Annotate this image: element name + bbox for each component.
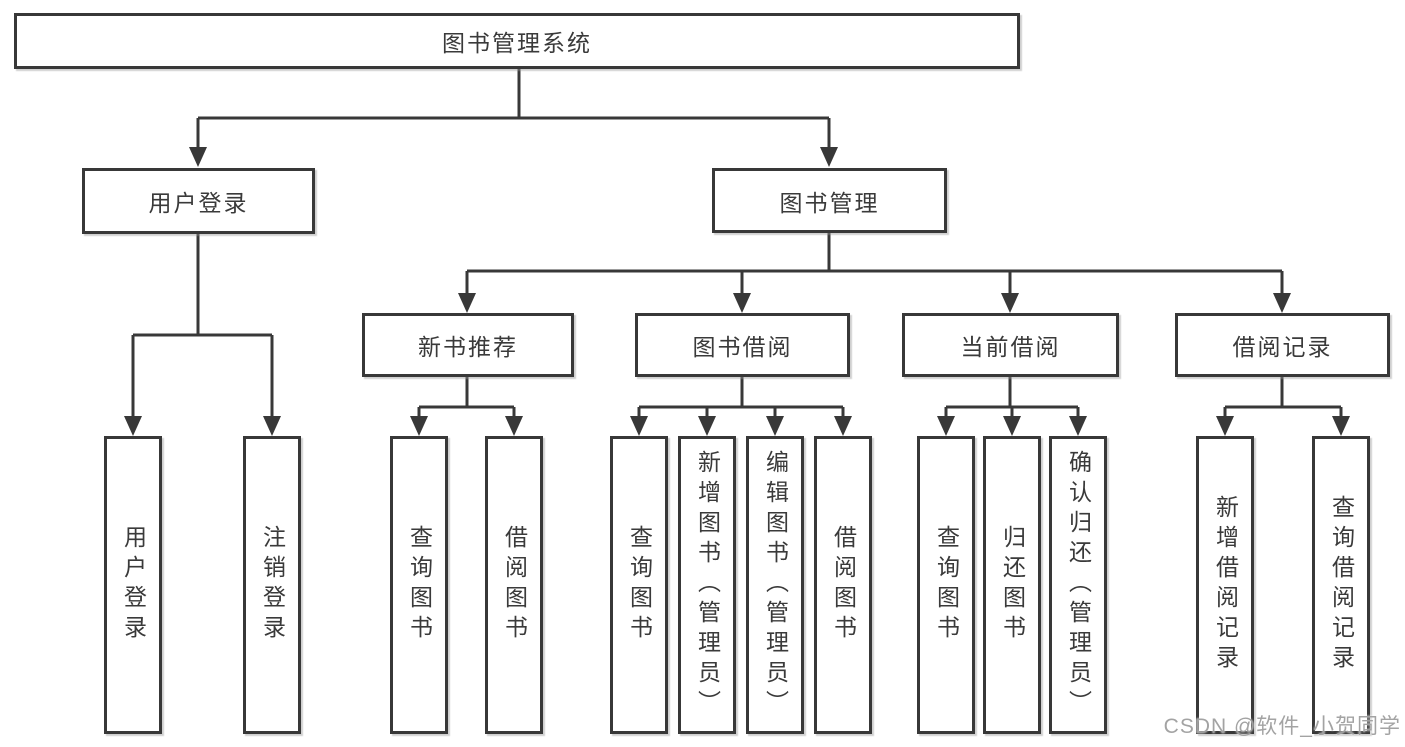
csdn-watermark: CSDN @软件_小贺同学 — [1163, 715, 1401, 738]
leaf-node-query-borrow-record: 查询借阅记录 — [1312, 436, 1370, 734]
node-book-borrow: 图书借阅 — [635, 313, 850, 377]
leaf-node-add-borrow-record: 新增借阅记录 — [1196, 436, 1254, 734]
leaf-node-borrow-books-recommend: 借阅图书 — [485, 436, 543, 734]
leaf-node-query-books-current: 查询图书 — [917, 436, 975, 734]
leaf-node-confirm-return-admin: 确认归还（管理员） — [1049, 436, 1107, 734]
node-label: 确认归还（管理员） — [1065, 450, 1092, 720]
leaf-node-logout: 注销登录 — [243, 436, 301, 734]
node-label: 图书借阅 — [692, 334, 793, 360]
node-label: 查询图书 — [406, 525, 433, 645]
node-label: 新书推荐 — [418, 334, 518, 360]
node-label: 借阅图书 — [830, 525, 857, 645]
node-book-management: 图书管理 — [712, 168, 947, 233]
node-label: 用户登录 — [148, 190, 249, 216]
node-label: 当前借阅 — [960, 334, 1061, 360]
node-borrow-records: 借阅记录 — [1175, 313, 1390, 377]
node-label: 查询图书 — [933, 525, 960, 645]
node-root-library-system: 图书管理系统 — [14, 13, 1020, 69]
node-label: 图书管理系统 — [442, 30, 592, 56]
leaf-node-add-books-admin: 新增图书（管理员） — [678, 436, 736, 734]
node-label: 归还图书 — [999, 525, 1026, 645]
node-label: 借阅记录 — [1232, 334, 1333, 360]
node-label: 注销登录 — [259, 525, 286, 645]
node-current-borrow: 当前借阅 — [902, 313, 1119, 377]
leaf-node-return-books: 归还图书 — [983, 436, 1041, 734]
node-label: 查询借阅记录 — [1328, 495, 1355, 675]
leaf-node-query-books-recommend: 查询图书 — [390, 436, 448, 734]
node-user-login: 用户登录 — [82, 168, 315, 234]
leaf-node-edit-books-admin: 编辑图书（管理员） — [746, 436, 804, 734]
arrowheads — [124, 147, 1350, 436]
node-label: 用户登录 — [120, 525, 147, 645]
leaf-node-borrow-books: 借阅图书 — [814, 436, 872, 734]
node-label: 编辑图书（管理员） — [762, 450, 789, 720]
leaf-node-query-books-borrow: 查询图书 — [610, 436, 668, 734]
node-label: 查询图书 — [626, 525, 653, 645]
node-label: 新增借阅记录 — [1212, 495, 1239, 675]
leaf-node-user-login: 用户登录 — [104, 436, 162, 734]
node-label: 借阅图书 — [501, 525, 528, 645]
node-new-book-recommend: 新书推荐 — [362, 313, 574, 377]
node-label: 新增图书（管理员） — [694, 450, 721, 720]
node-label: 图书管理 — [779, 189, 880, 216]
